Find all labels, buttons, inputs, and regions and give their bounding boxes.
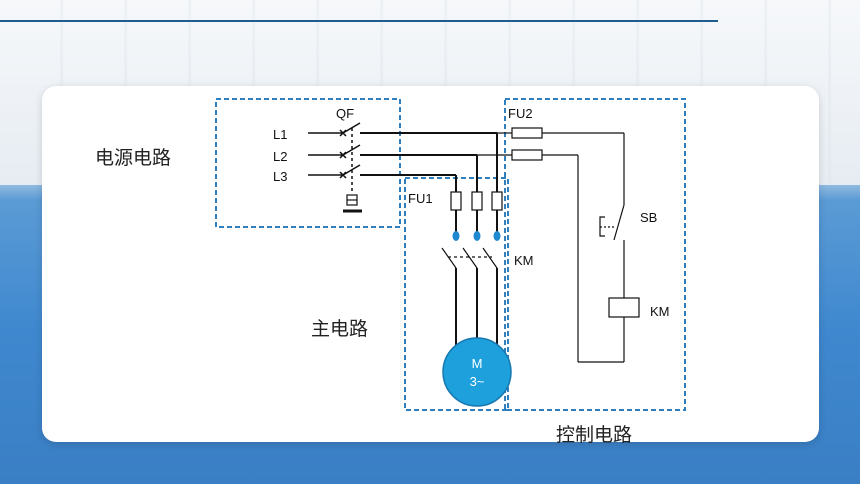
control-circuit-box	[504, 98, 686, 411]
l1-label: L1	[273, 127, 287, 142]
l3-label: L3	[273, 169, 287, 184]
motor	[442, 337, 512, 407]
fu1-label: FU1	[408, 191, 433, 206]
fu2-label: FU2	[508, 106, 533, 121]
qf-label: QF	[336, 106, 354, 121]
diagram-card	[42, 86, 819, 442]
title-underline	[0, 20, 718, 22]
three-phase-wiring	[360, 132, 498, 360]
km-coil-label: KM	[650, 304, 670, 319]
km-main-contacts	[441, 231, 501, 269]
main-circuit-label: 主电路	[311, 318, 369, 340]
power-circuit-box	[215, 98, 401, 228]
l2-label: L2	[273, 149, 287, 164]
power-circuit-label: 电源电路	[95, 147, 172, 169]
control-wiring	[477, 127, 640, 363]
qf-breaker	[308, 122, 362, 213]
fu1-fuses	[450, 191, 503, 211]
motor-label-m: M	[472, 356, 483, 371]
sb-label: SB	[640, 210, 657, 225]
motor-label-phase: 3~	[470, 374, 485, 389]
km-contact-label: KM	[514, 253, 534, 268]
control-circuit-label: 控制电路	[556, 424, 633, 446]
